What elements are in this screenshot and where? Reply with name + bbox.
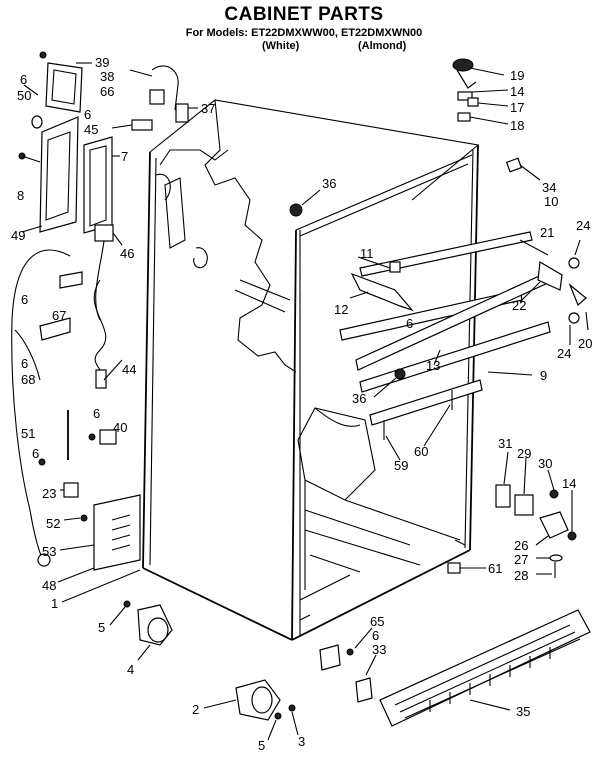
callout-1: 1 xyxy=(51,596,58,611)
callout-51: 51 xyxy=(21,426,35,441)
callout-24: 24 xyxy=(557,346,571,361)
callout-38: 38 xyxy=(100,69,114,84)
callout-53: 53 xyxy=(42,544,56,559)
callout-35: 35 xyxy=(516,704,530,719)
callout-27: 27 xyxy=(514,552,528,567)
callout-68: 68 xyxy=(21,372,35,387)
callout-6: 6 xyxy=(21,292,28,307)
callout-44: 44 xyxy=(122,362,136,377)
callout-21: 21 xyxy=(540,225,554,240)
callout-4: 4 xyxy=(127,662,134,677)
callout-49: 49 xyxy=(11,228,25,243)
callout-65: 65 xyxy=(370,614,384,629)
callout-9: 9 xyxy=(540,368,547,383)
callout-6: 6 xyxy=(372,628,379,643)
callout-10: 10 xyxy=(544,194,558,209)
diagram-title: CABINET PARTS xyxy=(224,4,384,25)
callout-6: 6 xyxy=(406,316,413,331)
callout-52: 52 xyxy=(46,516,60,531)
callout-29: 29 xyxy=(517,446,531,461)
callout-31: 31 xyxy=(498,436,512,451)
callout-23: 23 xyxy=(42,486,56,501)
toe-grille xyxy=(319,609,591,727)
shelf-rail-assembly xyxy=(289,157,589,461)
variant-white: (White) xyxy=(262,40,300,52)
callout-61: 61 xyxy=(488,561,502,576)
callout-5: 5 xyxy=(98,620,105,635)
callout-22: 22 xyxy=(512,298,526,313)
callout-36: 36 xyxy=(352,391,366,406)
caster-assemblies xyxy=(109,600,299,741)
callout-46: 46 xyxy=(120,246,134,261)
callout-19: 19 xyxy=(510,68,524,83)
callout-7: 7 xyxy=(121,149,128,164)
model-numbers: For Models: ET22DMXWW00, ET22DMXWN00 xyxy=(185,27,423,39)
bottom-hinge-assembly xyxy=(447,451,577,578)
callout-14: 14 xyxy=(510,84,524,99)
callout-6: 6 xyxy=(32,446,39,461)
callout-24: 24 xyxy=(576,218,590,233)
callout-37: 37 xyxy=(201,101,215,116)
callout-6: 6 xyxy=(21,356,28,371)
top-hinge-assembly xyxy=(452,58,509,125)
left-upper-parts xyxy=(18,51,198,234)
callout-6: 6 xyxy=(84,107,91,122)
cabinet-shell xyxy=(142,99,480,641)
callout-30: 30 xyxy=(538,456,552,471)
callout-60: 60 xyxy=(414,444,428,459)
callout-14: 14 xyxy=(562,476,576,491)
callout-59: 59 xyxy=(394,458,408,473)
callout-12: 12 xyxy=(334,302,348,317)
callout-45: 45 xyxy=(84,122,98,137)
callout-5: 5 xyxy=(258,738,265,753)
callout-labels: 39 6 50 38 66 37 6 45 7 8 49 46 6 67 6 6… xyxy=(11,55,592,753)
callout-67: 67 xyxy=(52,308,66,323)
callout-36: 36 xyxy=(322,176,336,191)
callout-8: 8 xyxy=(17,188,24,203)
callout-39: 39 xyxy=(95,55,109,70)
callout-50: 50 xyxy=(17,88,31,103)
callout-26: 26 xyxy=(514,538,528,553)
callout-13: 13 xyxy=(426,358,440,373)
left-lower-parts xyxy=(37,429,141,603)
callout-28: 28 xyxy=(514,568,528,583)
callout-66: 66 xyxy=(100,84,114,99)
callout-6: 6 xyxy=(20,72,27,87)
callout-17: 17 xyxy=(510,100,524,115)
callout-34: 34 xyxy=(542,180,556,195)
callout-33: 33 xyxy=(372,642,386,657)
callout-3: 3 xyxy=(298,734,305,749)
callout-48: 48 xyxy=(42,578,56,593)
callout-11: 11 xyxy=(360,246,374,261)
callout-40: 40 xyxy=(113,420,127,435)
callout-6: 6 xyxy=(93,406,100,421)
wiring-and-tubing xyxy=(11,224,123,566)
callout-2: 2 xyxy=(192,702,199,717)
callout-20: 20 xyxy=(578,336,592,351)
callout-18: 18 xyxy=(510,118,524,133)
variant-almond: (Almond) xyxy=(358,40,407,52)
